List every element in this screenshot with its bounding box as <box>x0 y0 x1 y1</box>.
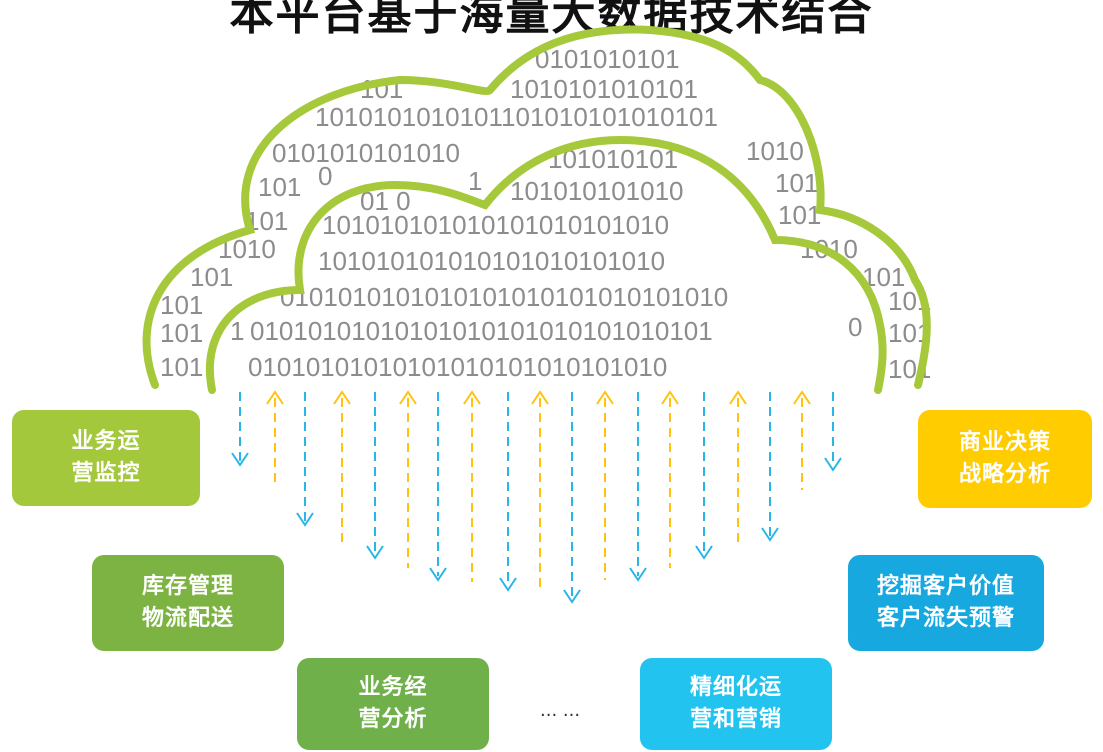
binary-text: 101 <box>778 200 821 230</box>
up-arrow <box>596 390 614 580</box>
card-line: 精细化运 <box>689 675 782 700</box>
binary-text: 0 <box>848 312 862 342</box>
up-arrow <box>729 390 747 545</box>
up-arrow <box>266 390 284 488</box>
binary-text: 1 <box>230 316 244 346</box>
binary-text: 1010101010101101010101010101 <box>315 102 718 132</box>
card-business-strategy: 商业决策 战略分析 <box>918 410 1092 508</box>
card-customer-value: 挖掘客户价值 客户流失预警 <box>848 555 1044 651</box>
binary-text: 101010101010101010101010 <box>322 210 669 240</box>
binary-text: 101 <box>160 290 203 320</box>
binary-text: 0101010101010101010101010101010 <box>280 282 728 312</box>
card-line: 战略分析 <box>958 462 1051 487</box>
card-line: 业务运 <box>71 429 141 454</box>
binary-text: 01010101010101010101010101010 <box>248 352 667 382</box>
card-line: 挖掘客户价值 <box>876 574 1015 599</box>
card-marketing-operations: 精细化运 营和营销 <box>640 658 832 750</box>
card-operations-monitoring: 业务运 营监控 <box>12 410 200 506</box>
down-arrow <box>366 392 384 560</box>
card-line: 物流配送 <box>141 606 234 631</box>
card-line: 营和营销 <box>689 707 782 732</box>
binary-text: 0 <box>318 161 332 191</box>
up-arrow <box>661 390 679 568</box>
binary-text: 101010101010 <box>510 176 684 206</box>
up-arrow <box>463 390 481 582</box>
down-arrow <box>296 392 314 527</box>
up-arrow <box>399 390 417 568</box>
down-arrow <box>761 392 779 542</box>
binary-text: 1010 <box>746 136 804 166</box>
down-arrow <box>231 392 249 467</box>
binary-text: 0101010101 <box>535 44 680 74</box>
binary-text: 0101010101010 <box>272 138 460 168</box>
binary-text: 1 <box>468 166 482 196</box>
up-arrow <box>793 390 811 490</box>
card-line: 业务经 <box>358 675 428 700</box>
card-line: 营分析 <box>358 707 428 732</box>
card-business-analysis: 业务经 营分析 <box>297 658 489 750</box>
inner-cloud-outline <box>205 135 887 394</box>
outer-cloud-outline <box>142 25 931 389</box>
down-arrow <box>629 392 647 582</box>
card-line: 客户流失预警 <box>876 606 1015 631</box>
arrows-group <box>231 390 842 604</box>
down-arrow <box>429 392 447 582</box>
binary-text: 101 <box>160 352 203 382</box>
card-line: 商业决策 <box>958 430 1051 455</box>
ellipsis-text: ... ... <box>540 700 581 721</box>
binary-text: 101 <box>160 318 203 348</box>
binary-text: 1010101010101 <box>510 74 698 104</box>
card-inventory-logistics: 库存管理 物流配送 <box>92 555 284 651</box>
binary-text: 101 <box>775 168 818 198</box>
down-arrow <box>563 392 581 604</box>
binary-text: 101 <box>190 262 233 292</box>
page-title: 本平台基于海量大数据技术结合 <box>229 0 874 40</box>
down-arrow <box>499 392 517 592</box>
down-arrow <box>695 392 713 560</box>
card-line: 库存管理 <box>141 574 234 599</box>
binary-text: 101010101010101010101010 <box>318 246 665 276</box>
up-arrow <box>333 390 351 542</box>
card-line: 营监控 <box>71 461 141 486</box>
binary-text: 101 <box>258 172 301 202</box>
down-arrow <box>824 392 842 472</box>
up-arrow <box>531 390 549 590</box>
binary-text: 01010101010101010101010101010101 <box>250 316 713 346</box>
